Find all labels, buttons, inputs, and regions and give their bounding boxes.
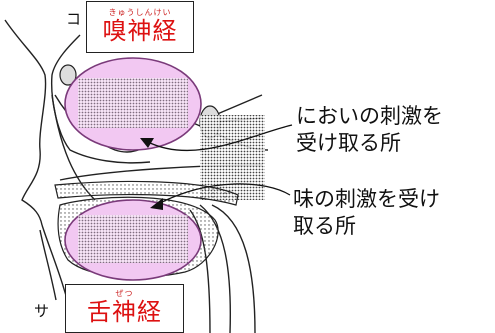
taste-arrowhead <box>150 198 163 210</box>
taste-arrow-line <box>159 183 291 204</box>
olfactory-texture <box>78 78 188 128</box>
label-sa: サ <box>34 302 50 320</box>
smell-caption-line1: においの刺激を <box>296 104 443 128</box>
palate <box>54 180 239 206</box>
olfactory-nerve-reading: きゅうしんけい <box>108 8 172 17</box>
olfactory-nerve-name: 嗅神経 <box>102 17 178 45</box>
smell-arrowhead <box>140 138 154 148</box>
label-ko: コ <box>66 10 82 28</box>
taste-caption: 味の刺激を受け 取る所 <box>293 186 440 240</box>
taste-texture <box>78 215 188 263</box>
taste-caption-line1: 味の刺激を受け <box>293 187 440 211</box>
smell-caption-line2: 受け取る所 <box>296 131 401 155</box>
taste-caption-line2: 取る所 <box>293 214 356 238</box>
olfactory-nerve-box: きゅうしんけい 嗅神経 <box>86 1 194 53</box>
smell-caption: においの刺激を 受け取る所 <box>296 103 443 157</box>
smell-arrow-line <box>147 124 293 152</box>
gustatory-nerve-reading: ぜつ <box>115 289 134 298</box>
gustatory-nerve-box: ぜつ 舌神経 <box>65 284 184 333</box>
gustatory-nerve-name: 舌神経 <box>87 298 162 326</box>
